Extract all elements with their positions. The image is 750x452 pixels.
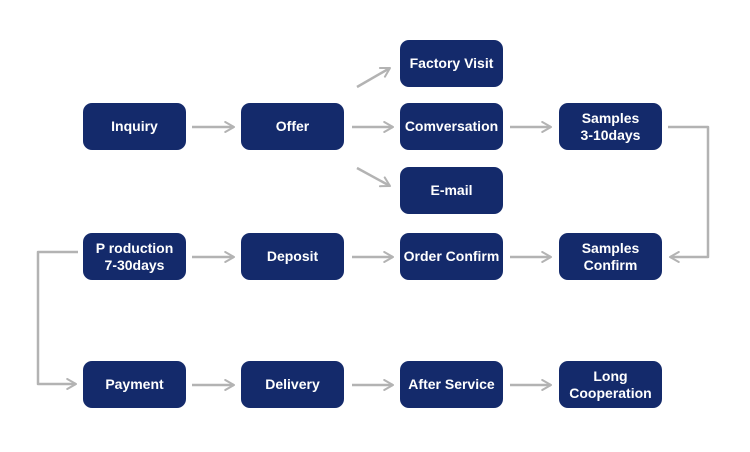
step-email: E-mail [400,167,503,214]
step-production: P roduction 7-30days [83,233,186,280]
step-order-confirm: Order Confirm [400,233,503,280]
step-factory-visit: Factory Visit [400,40,503,87]
step-payment: Payment [83,361,186,408]
arrow-offer-factory-visit [356,66,391,89]
step-long-cooperation: Long Cooperation [559,361,662,408]
step-offer: Offer [241,103,344,150]
step-deposit: Deposit [241,233,344,280]
step-delivery: Delivery [241,361,344,408]
arrow-production-payment [36,250,78,390]
arrow-samples-samples-confirm [668,125,710,263]
step-samples: Samples 3-10days [559,103,662,150]
step-conversation: Comversation [400,103,503,150]
step-after-service: After Service [400,361,503,408]
step-samples-confirm: Samples Confirm [559,233,662,280]
step-inquiry: Inquiry [83,103,186,150]
arrow-offer-email [356,166,391,188]
